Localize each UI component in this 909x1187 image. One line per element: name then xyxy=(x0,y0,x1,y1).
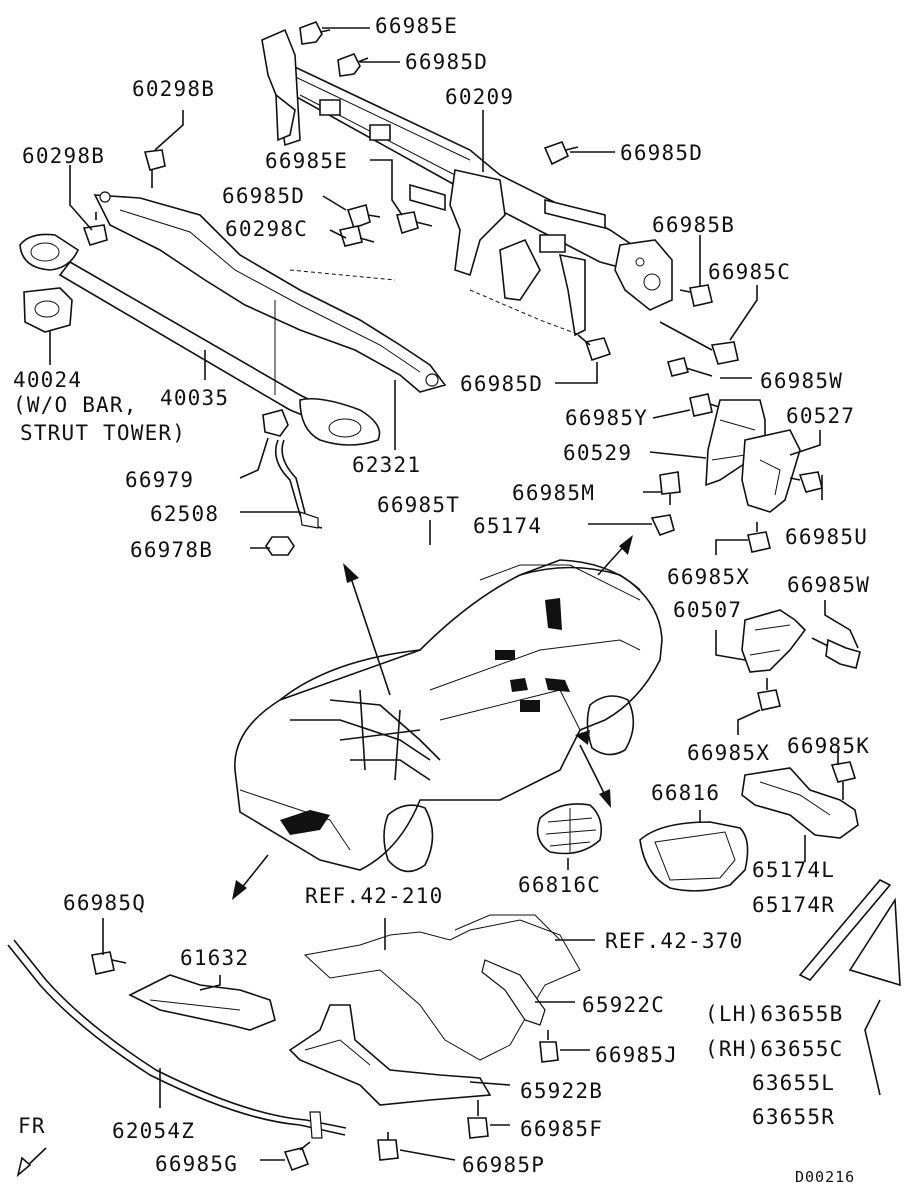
label-65922C: 65922C xyxy=(582,993,665,1017)
label-66985U: 66985U xyxy=(785,525,868,549)
label-66816: 66816 xyxy=(651,781,720,805)
label-66985F: 66985F xyxy=(520,1117,603,1141)
label-60527: 60527 xyxy=(786,404,855,428)
label-66985T: 66985T xyxy=(377,493,460,517)
drawing-code: D00216 xyxy=(795,1168,855,1186)
brake-rod-assembly xyxy=(262,409,323,556)
label-62508: 62508 xyxy=(150,502,219,526)
cowl-cross-member xyxy=(93,191,447,395)
label-66985J: 66985J xyxy=(595,1043,678,1067)
part-labels: 66985E 66985D 60298B 60209 60298B 66985E… xyxy=(13,14,870,1186)
strut-tower-bar xyxy=(19,233,381,446)
label-66985M: 66985M xyxy=(512,481,595,505)
pillar-trim-63655 xyxy=(798,879,901,987)
right-brackets xyxy=(650,357,861,839)
label-62054Z: 62054Z xyxy=(112,1119,195,1143)
label-66985D-right: 66985D xyxy=(620,141,703,165)
label-63655L: 63655L xyxy=(752,1071,835,1095)
label-60298C: 60298C xyxy=(225,217,308,241)
floor-covers xyxy=(536,803,749,892)
label-66985C: 66985C xyxy=(708,260,791,284)
label-66816C: 66816C xyxy=(518,873,601,897)
label-65174R: 65174R xyxy=(752,893,835,917)
label-63655C: (RH)63655C xyxy=(705,1037,843,1061)
label-66985E-mid: 66985E xyxy=(265,149,348,173)
steering-support-member xyxy=(261,28,673,337)
label-60209: 60209 xyxy=(445,85,514,109)
underbody-panels xyxy=(7,914,581,1172)
label-66985Q: 66985Q xyxy=(63,891,146,915)
label-66985P: 66985P xyxy=(462,1153,545,1177)
label-60529: 60529 xyxy=(563,441,632,465)
label-66985X-a: 66985X xyxy=(667,565,750,589)
label-61632: 61632 xyxy=(180,946,249,970)
label-66985W-a: 66985W xyxy=(760,369,843,393)
label-66985D-top: 66985D xyxy=(405,50,488,74)
label-60298B-b: 60298B xyxy=(22,144,105,168)
label-40024: 40024 xyxy=(13,368,82,392)
label-66985E-top: 66985E xyxy=(375,14,458,38)
label-66978B: 66978B xyxy=(130,538,213,562)
label-65174L: 65174L xyxy=(752,858,835,882)
label-60298B-a: 60298B xyxy=(132,77,215,101)
label-66985K: 66985K xyxy=(787,734,870,758)
label-40024-note-1: (W/O BAR, xyxy=(13,393,138,417)
label-40024-note-2: STRUT TOWER) xyxy=(20,421,186,445)
label-66985Y: 66985Y xyxy=(565,406,648,430)
label-62321: 62321 xyxy=(352,453,421,477)
label-40035: 40035 xyxy=(160,386,229,410)
label-63655R: 63655R xyxy=(752,1105,835,1129)
bolt-icons-top xyxy=(82,20,739,365)
label-66985B: 66985B xyxy=(652,213,735,237)
label-60507: 60507 xyxy=(673,598,742,622)
label-66985G: 66985G xyxy=(155,1152,238,1176)
direction-arrows xyxy=(16,535,633,1178)
label-65922B: 65922B xyxy=(520,1079,603,1103)
leader-lines xyxy=(49,27,881,1161)
label-65174: 65174 xyxy=(473,514,542,538)
label-ref-42-210: REF.42-210 xyxy=(305,884,443,908)
label-66985D-low: 66985D xyxy=(460,372,543,396)
front-indicator-label: FR xyxy=(18,1114,46,1138)
label-66985X-b: 66985X xyxy=(687,741,770,765)
label-66985D-left: 66985D xyxy=(222,184,305,208)
label-66979: 66979 xyxy=(125,468,194,492)
car-body xyxy=(234,559,663,873)
label-ref-42-370: REF.42-370 xyxy=(605,929,743,953)
label-66985W-b: 66985W xyxy=(787,573,870,597)
label-63655B: (LH)63655B xyxy=(705,1002,843,1026)
